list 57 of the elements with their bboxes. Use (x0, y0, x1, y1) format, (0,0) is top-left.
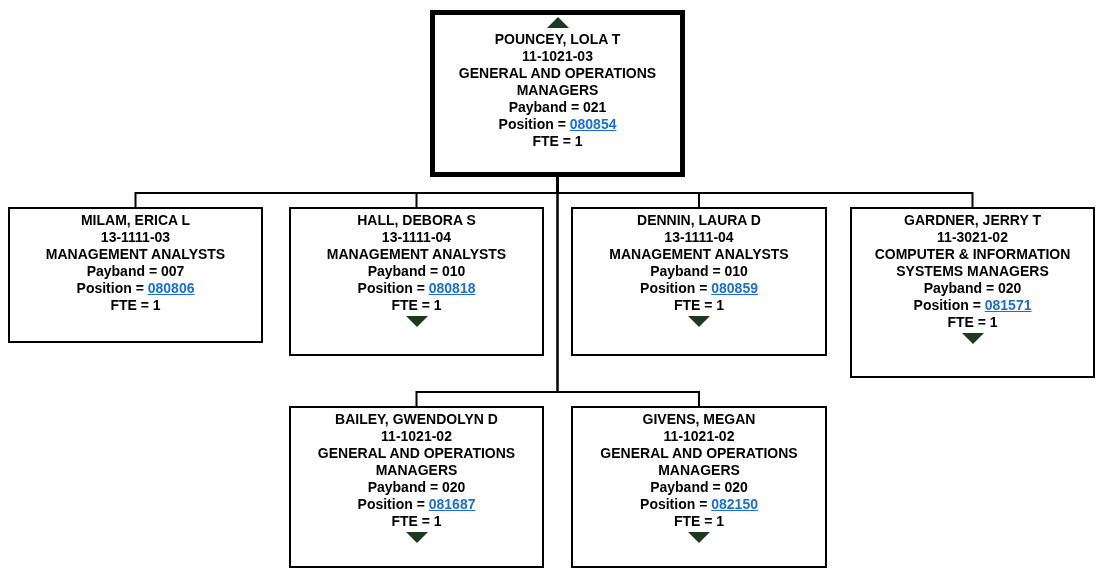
fte: FTE = 1 (532, 133, 583, 150)
position-box (8, 207, 263, 343)
position-box (289, 207, 544, 356)
position-link: 081571 (984, 297, 1032, 313)
fte: FTE = 1 (947, 314, 998, 331)
position-box (850, 207, 1095, 378)
fte: FTE = 1 (391, 513, 442, 530)
job-title: GENERAL AND OPERATIONS MANAGERS (457, 65, 658, 99)
position-line: Position = 081571 (913, 297, 1032, 314)
position-box (571, 207, 827, 356)
job-title: GENERAL AND OPERATIONS MANAGERS (599, 445, 799, 479)
position-link: 081687 (428, 496, 476, 512)
fte: FTE = 1 (673, 297, 725, 314)
payband: Payband = 007 (86, 263, 185, 280)
employee-name: DENNIN, LAURA D (637, 212, 761, 229)
payband: Payband = 020 (367, 479, 466, 496)
job-title: MANAGEMENT ANALYSTS (326, 246, 507, 263)
job-title: COMPUTER & INFORMATION SYSTEMS MANAGERS (873, 246, 1072, 280)
fte: FTE = 1 (110, 297, 161, 314)
payband: Payband = 010 (650, 263, 748, 280)
job-title: MANAGEMENT ANALYSTS (45, 246, 226, 263)
position-line: Position = 081687 (357, 496, 476, 513)
job-code: 11-1021-02 (663, 428, 735, 445)
payband: Payband = 020 (923, 280, 1022, 297)
payband: Payband = 010 (367, 263, 466, 280)
position-line: Position = 082150 (640, 496, 758, 513)
employee-name: MILAM, ERICA L (80, 212, 191, 229)
position-line: Position = 080806 (76, 280, 195, 297)
connector-line (556, 176, 700, 407)
employee-name: HALL, DEBORA S (357, 212, 476, 229)
job-code: 13-1111-04 (381, 229, 452, 246)
position-line: Position = 080818 (357, 280, 476, 297)
employee-name: GARDNER, JERRY T (904, 212, 1041, 229)
fte: FTE = 1 (391, 297, 442, 314)
position-link: 080854 (569, 116, 617, 132)
employee-name: POUNCEY, LOLA T (494, 31, 621, 48)
position-link: 082150 (711, 496, 758, 512)
job-title: MANAGEMENT ANALYSTS (609, 246, 789, 263)
position-box (430, 10, 685, 177)
job-title: GENERAL AND OPERATIONS MANAGERS (316, 445, 517, 479)
position-link: 080859 (711, 280, 758, 296)
job-code: 11-1021-03 (522, 48, 593, 65)
position-box (289, 406, 544, 568)
fte: FTE = 1 (673, 513, 725, 530)
payband: Payband = 020 (650, 479, 748, 496)
employee-name: BAILEY, GWENDOLYN D (335, 411, 498, 428)
job-code: 13-1111-03 (100, 229, 171, 246)
job-code: 13-1111-04 (664, 229, 734, 246)
position-line: Position = 080859 (640, 280, 758, 297)
job-code: 11-3021-02 (937, 229, 1008, 246)
position-line: Position = 080854 (498, 116, 617, 133)
employee-name: GIVENS, MEGAN (642, 411, 756, 428)
job-code: 11-1021-02 (381, 428, 452, 445)
position-link: 080806 (147, 280, 195, 296)
payband: Payband = 021 (508, 99, 607, 116)
position-link: 080818 (428, 280, 476, 296)
position-box (571, 406, 827, 568)
